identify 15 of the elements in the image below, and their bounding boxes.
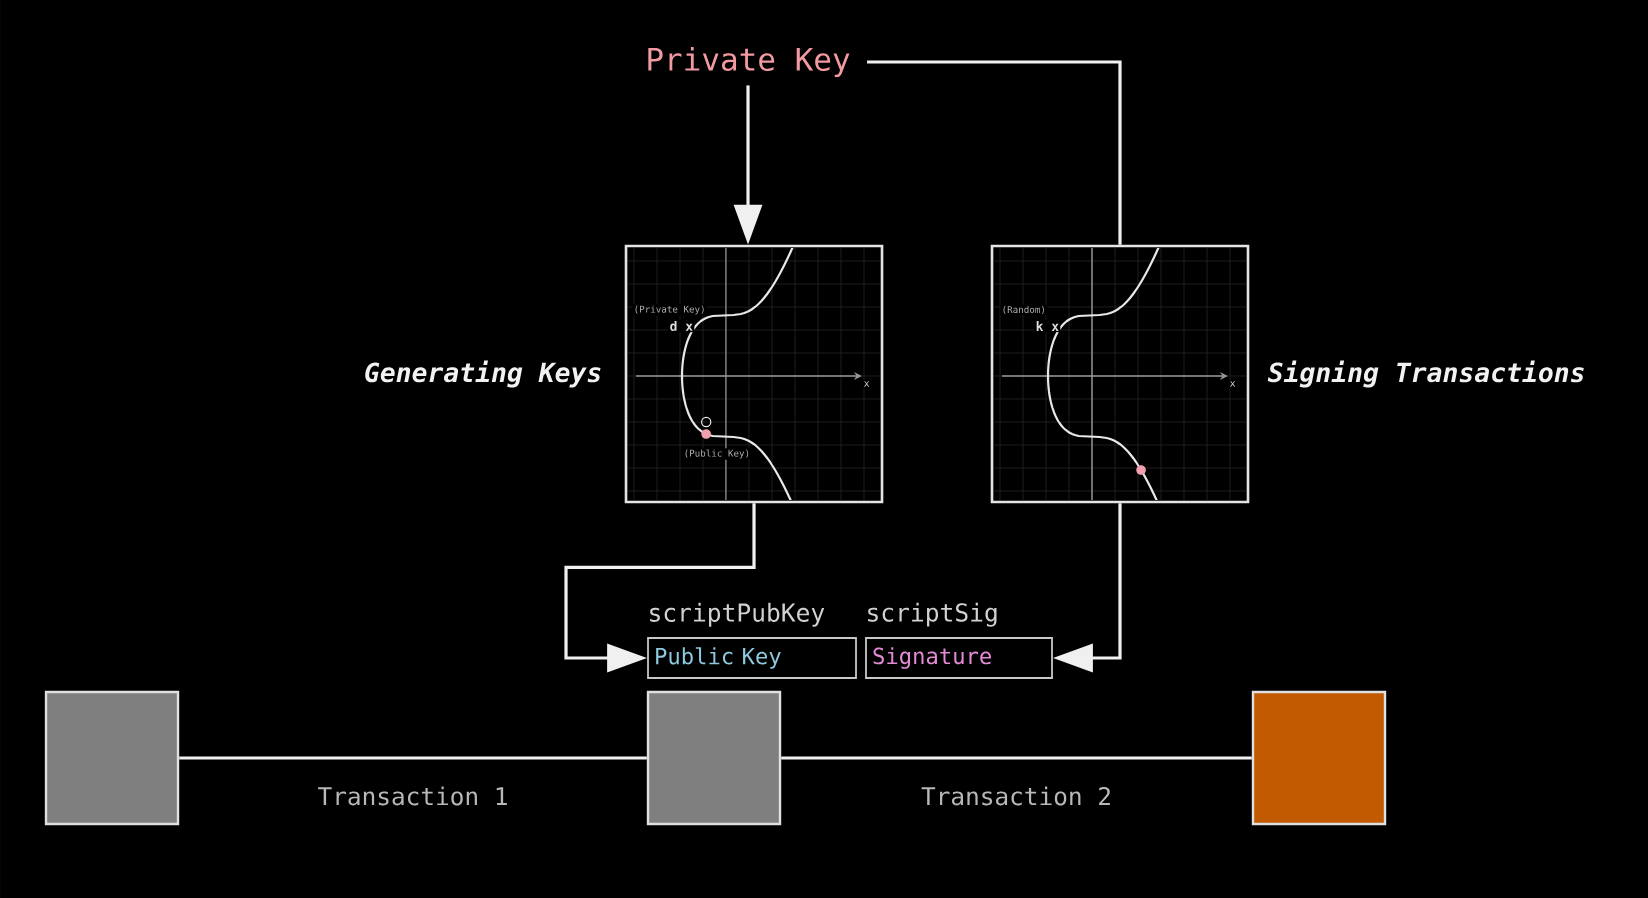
side-caption: Generating Keys [365, 360, 601, 388]
edge-label: Transaction 2 [919, 784, 1114, 808]
block-square [1251, 690, 1387, 826]
field-heading: scriptPubKey [650, 602, 825, 627]
connector-line [867, 60, 1122, 245]
key-label: Private Key [648, 47, 850, 77]
field-heading: scriptSig [868, 602, 997, 627]
connector-line [781, 756, 1252, 760]
block-square [646, 690, 782, 826]
field-box: Public Key [647, 637, 857, 679]
connector-line [179, 756, 647, 760]
field-box: Signature [865, 637, 1053, 679]
edge-label: Transaction 1 [315, 784, 511, 808]
block-square [44, 690, 180, 826]
side-caption: Signing Transactions [1267, 360, 1584, 388]
